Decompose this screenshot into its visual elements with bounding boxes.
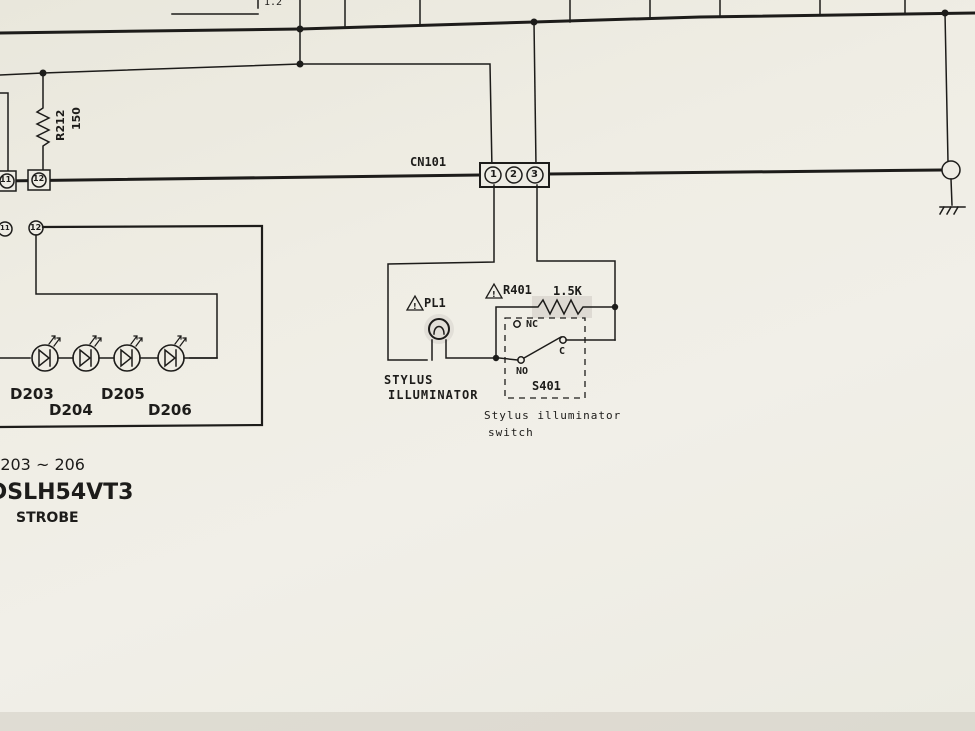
r212-resistor xyxy=(35,72,51,171)
led-d204-symbol xyxy=(72,335,102,372)
main-horizontal-wire xyxy=(0,168,942,183)
s401-label: S401 xyxy=(532,379,561,393)
svg-text:!: ! xyxy=(492,290,496,299)
connector-pin-12 xyxy=(27,169,51,191)
d204-label: D204 xyxy=(49,401,93,419)
right-vertical-wire xyxy=(944,12,949,163)
top-fragment-label: 1.2 xyxy=(264,0,283,8)
warning-triangle-pl1: ! xyxy=(405,294,425,311)
top-bus-drops xyxy=(344,0,906,28)
left-panel-edge xyxy=(0,92,9,177)
led-d203-symbol xyxy=(31,335,61,372)
pl1-lamp-symbol xyxy=(424,314,497,361)
switch-no-label: NO xyxy=(516,366,529,377)
pin-12-label: 12 xyxy=(33,174,45,183)
led-d206-symbol xyxy=(157,335,187,372)
cn101-label: CN101 xyxy=(410,155,447,169)
switch-description-line2: switch xyxy=(488,426,534,439)
switch-c-label: C xyxy=(559,346,566,357)
stylus-label: STYLUS xyxy=(384,373,434,387)
r212-ref-label: R212 xyxy=(54,109,67,141)
junction-300 xyxy=(296,60,304,68)
r401-resistor xyxy=(495,298,616,359)
pin-12-lower-label: 12 xyxy=(30,223,42,232)
illuminator-label: ILLUMINATOR xyxy=(388,388,479,402)
r401-label: R401 xyxy=(503,283,532,297)
switch-description-line1: Stylus illuminator xyxy=(484,409,622,422)
connector-pin-11 xyxy=(0,170,17,192)
cn101-pin1-label: 1 xyxy=(490,169,497,180)
cn101-connector xyxy=(479,162,550,188)
switch-nc-label: NC xyxy=(526,319,539,330)
pin-11-label: 11 xyxy=(0,175,12,184)
r212-value-label: 150 xyxy=(70,107,83,130)
led-chain xyxy=(0,335,218,372)
cn101-pin2-label: 2 xyxy=(510,169,517,180)
led-color-label: STROBE xyxy=(16,510,79,526)
wire-cn101-pin1-down xyxy=(387,184,495,361)
ground-terminal xyxy=(938,160,966,216)
led-range-label: D203 ~ 206 xyxy=(0,455,85,474)
cn101-pin3-label: 3 xyxy=(531,169,538,180)
r401-value-label: 1.5K xyxy=(553,284,582,298)
connector-pin-11-lower xyxy=(0,221,13,237)
svg-text:!: ! xyxy=(413,302,417,311)
pl1-label: PL1 xyxy=(424,296,446,310)
page-bottom-shadow xyxy=(0,712,975,731)
d205-label: D205 xyxy=(101,385,145,403)
top-bus-junctions xyxy=(296,9,949,33)
s401-switch-contacts xyxy=(498,306,616,364)
led-part-label: DSLH54VT3 xyxy=(0,480,134,505)
d206-label: D206 xyxy=(148,401,192,419)
led-d205-symbol xyxy=(113,335,143,372)
pin-11-lower-label: 11 xyxy=(0,224,10,232)
warning-triangle-r401: ! xyxy=(484,282,504,299)
led-box-outline xyxy=(0,224,264,429)
wire-cn101-pin3-down xyxy=(536,184,616,308)
led-inner-wire xyxy=(35,234,218,359)
d203-label: D203 xyxy=(10,385,54,403)
top-bus-wire xyxy=(0,11,975,35)
wire-bus-to-cn101-pin3 xyxy=(533,21,537,167)
